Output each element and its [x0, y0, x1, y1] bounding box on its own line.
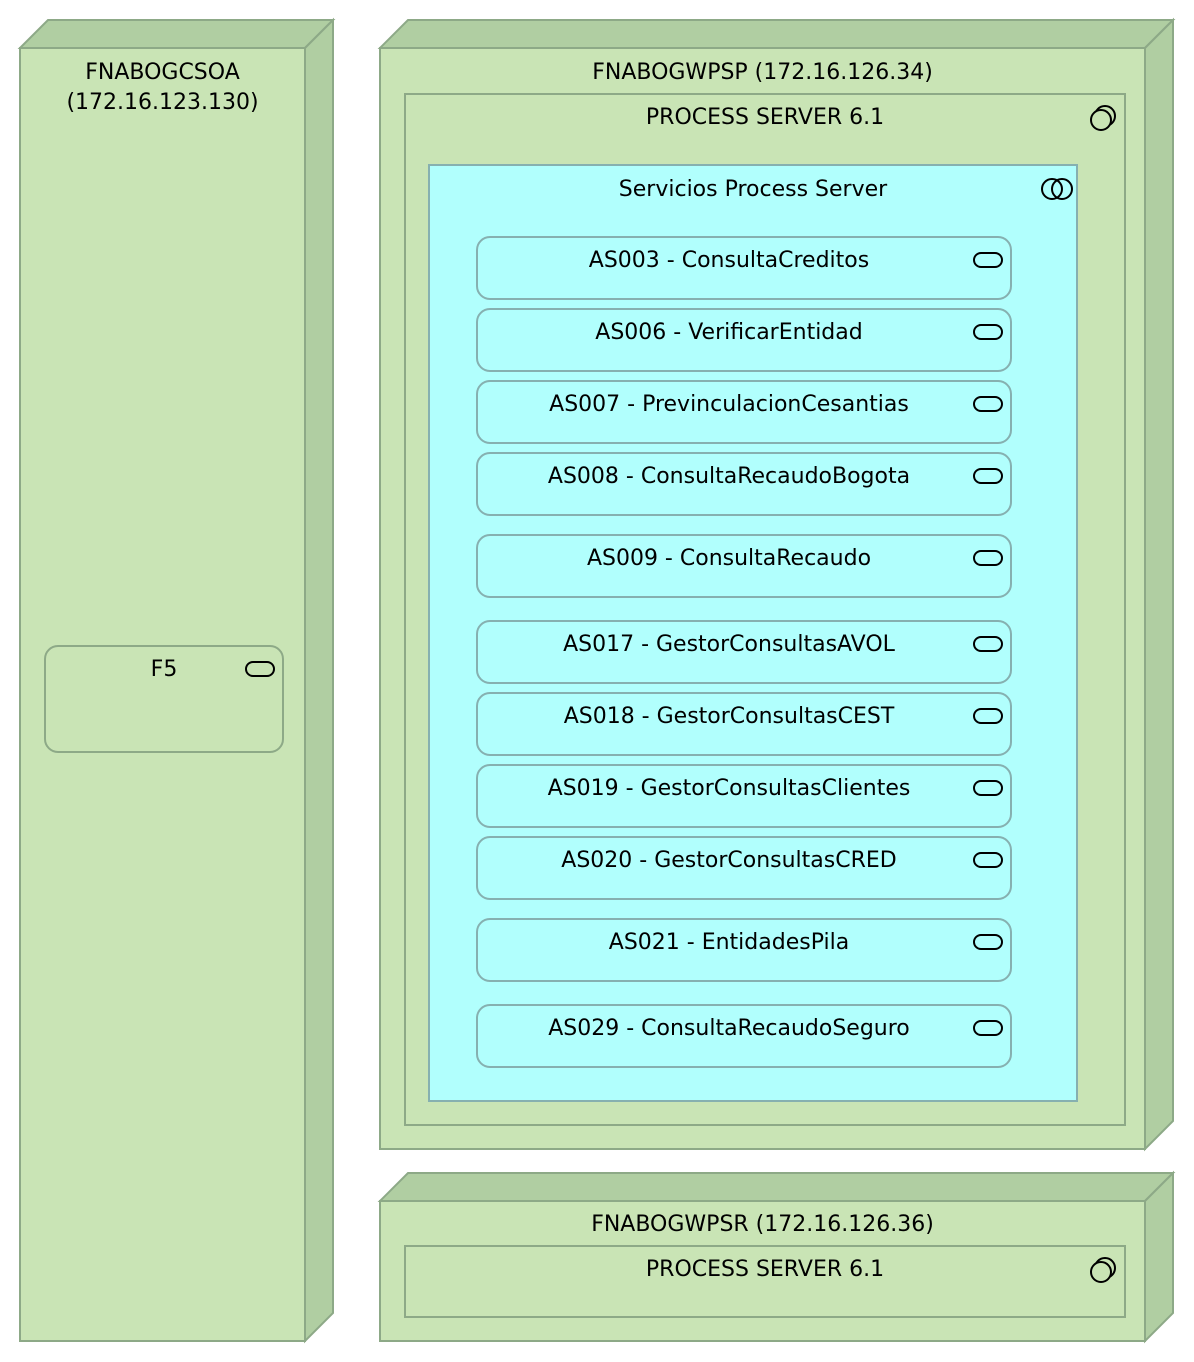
service-as020[interactable]: AS020 - GestorConsultasCRED	[476, 836, 1012, 900]
service-icon	[973, 468, 1003, 484]
service-icon	[973, 1020, 1003, 1036]
service-as019[interactable]: AS019 - GestorConsultasClientes	[476, 764, 1012, 828]
service-icon	[973, 780, 1003, 796]
service-icon	[973, 252, 1003, 268]
f5-component[interactable]: F5	[44, 645, 284, 753]
node-fnabogcsoa-ip: (172.16.123.130)	[66, 90, 259, 115]
process-server-label-2: PROCESS SERVER 6.1	[645, 1257, 885, 1282]
service-icon	[973, 324, 1003, 340]
service-icon	[973, 852, 1003, 868]
process-server-frame-2[interactable]	[404, 1245, 1126, 1318]
service-icon	[973, 636, 1003, 652]
service-label: AS006 - VerificarEntidad	[595, 320, 863, 345]
node-fnabogcsoa-name: FNABOGCSOA	[85, 60, 240, 85]
service-label: AS018 - GestorConsultasCEST	[563, 704, 895, 729]
service-icon	[973, 396, 1003, 412]
f5-label: F5	[150, 657, 178, 682]
service-label: AS007 - PrevinculacionCesantias	[549, 392, 909, 417]
service-as021[interactable]: AS021 - EntidadesPila	[476, 918, 1012, 982]
interaction-icon	[1041, 178, 1073, 200]
service-label: AS021 - EntidadesPila	[608, 930, 850, 955]
process-server-label: PROCESS SERVER 6.1	[645, 105, 885, 130]
service-as006[interactable]: AS006 - VerificarEntidad	[476, 308, 1012, 372]
node-fnabogwpsr-title: FNABOGWPSR (172.16.126.36)	[591, 1212, 934, 1237]
system-software-icon	[1090, 105, 1116, 131]
service-label: AS008 - ConsultaRecaudoBogota	[547, 464, 911, 489]
service-as018[interactable]: AS018 - GestorConsultasCEST	[476, 692, 1012, 756]
system-software-icon	[1090, 1257, 1116, 1283]
service-label: AS009 - ConsultaRecaudo	[586, 546, 872, 571]
service-as008[interactable]: AS008 - ConsultaRecaudoBogota	[476, 452, 1012, 516]
servicios-process-server-label: Servicios Process Server	[618, 177, 888, 202]
service-label: AS020 - GestorConsultasCRED	[561, 848, 897, 873]
node-fnabogwpsp-title: FNABOGWPSP (172.16.126.34)	[592, 60, 933, 85]
service-icon	[973, 934, 1003, 950]
service-label: AS019 - GestorConsultasClientes	[547, 776, 911, 801]
service-label: AS029 - ConsultaRecaudoSeguro	[548, 1016, 910, 1041]
service-as017[interactable]: AS017 - GestorConsultasAVOL	[476, 620, 1012, 684]
service-as007[interactable]: AS007 - PrevinculacionCesantias	[476, 380, 1012, 444]
service-as029[interactable]: AS029 - ConsultaRecaudoSeguro	[476, 1004, 1012, 1068]
service-label: AS003 - ConsultaCreditos	[588, 248, 870, 273]
service-label: AS017 - GestorConsultasAVOL	[563, 632, 895, 657]
service-icon	[973, 550, 1003, 566]
service-icon	[245, 661, 275, 677]
service-as009[interactable]: AS009 - ConsultaRecaudo	[476, 534, 1012, 598]
service-as003[interactable]: AS003 - ConsultaCreditos	[476, 236, 1012, 300]
service-icon	[973, 708, 1003, 724]
